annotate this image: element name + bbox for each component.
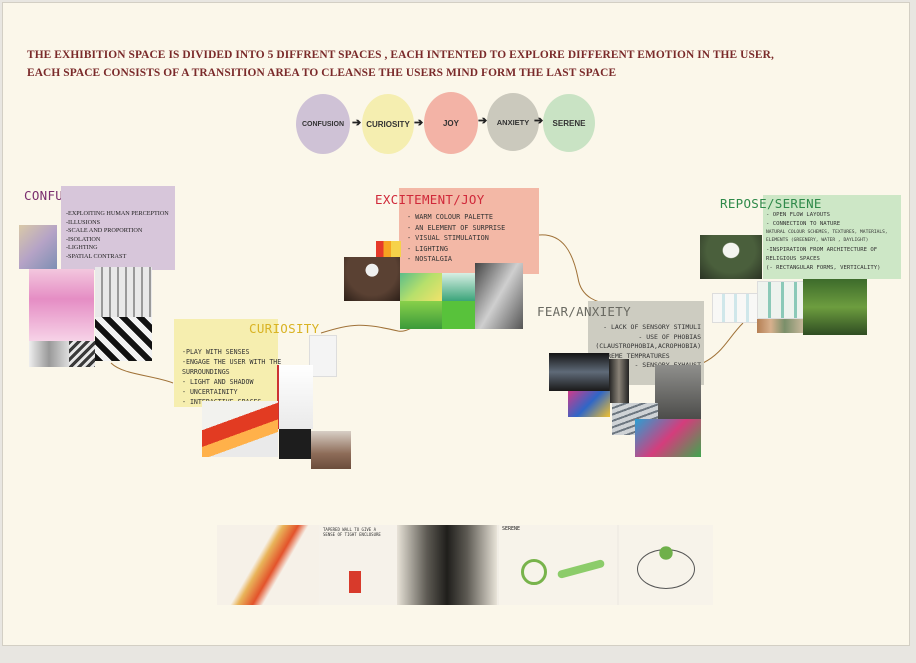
joy-item: - VISUAL STIMULATION [407, 234, 489, 243]
serene-card: - OPEN FLOW LAYOUTS - CONNECTION TO NATU… [763, 195, 901, 279]
serene-item: - OPEN FLOW LAYOUTS [766, 212, 830, 218]
installation-image [277, 365, 313, 429]
joy-item: - AN ELEMENT OF SURPRISE [407, 223, 506, 232]
serene-item: -INSPIRATION FROM ARCHITECTURE OF [766, 247, 878, 254]
colour-ramp-image [400, 273, 442, 301]
dark-room-image [279, 429, 311, 459]
sketch-garden-image [619, 525, 713, 605]
pink-room-image [29, 269, 94, 344]
confusion-list: -EXPLOITING HUMAN PERCEPTION -ILLUSIONS … [66, 210, 169, 262]
diagram-sheet-image [712, 293, 764, 323]
vibrant-room-image [635, 419, 701, 457]
forest-path-image [803, 279, 867, 335]
flow-circle-curiosity: CURIOSITY [362, 94, 414, 154]
serene-item: (- RECTANGULAR FORMS, VERTICALITY) [766, 264, 881, 271]
orange-installation-image [202, 401, 278, 457]
spiral-stair-image [309, 335, 337, 377]
confusion-item: -ILLUSIONS [66, 218, 101, 226]
curiosity-card: -PLAY WITH SENSES -ENGAGE THE USER WITH … [174, 319, 281, 407]
joy-card: - WARM COLOUR PALETTE - AN ELEMENT OF SU… [399, 188, 539, 274]
corridor-image [29, 341, 69, 367]
curiosity-item: -ENGAGE THE USER WITH THE [182, 358, 282, 366]
pattern-room-image [69, 341, 95, 367]
concrete-wall-image [655, 365, 701, 421]
flow-arrow-icon: ➔ [414, 117, 424, 129]
serene-item: RELIGIOUS SPACES [766, 255, 820, 262]
joy-title: EXCITEMENT/JOY [375, 192, 485, 207]
serene-list: - OPEN FLOW LAYOUTS - CONNECTION TO NATU… [766, 211, 888, 273]
flow-circle-anxiety: ANXIETY [487, 93, 539, 151]
sketch-strip: TAPERED WALL TO GIVE A SENSE OF TIGHT EN… [217, 525, 713, 605]
anxiety-item: (CLAUSTROPHOBIA,ACROPHOBIA) [595, 342, 701, 351]
serene-item: NATURAL COLOUR SCHEMES, TEXTURES, MATERI… [766, 229, 888, 235]
round-room-image [311, 431, 351, 469]
confusion-item: -EXPLOITING HUMAN PERCEPTION [66, 210, 169, 217]
serene-item: ELEMENTS (GREENERY, WATER , DAYLIGHT) [766, 238, 869, 244]
confusion-item: -ISOLATION [66, 235, 101, 243]
curiosity-item: -PLAY WITH SENSES [182, 348, 250, 356]
flow-circle-joy: JOY [424, 92, 478, 154]
curiosity-item: - UNCERTAINITY [182, 388, 238, 396]
joy-item: - WARM COLOUR PALETTE [407, 213, 493, 221]
skylight-room-image [344, 257, 400, 301]
curiosity-item: SURROUNDINGS [182, 368, 230, 376]
curiosity-title: CURIOSITY [249, 321, 320, 336]
serene-title: REPOSE/SERENE [720, 196, 822, 211]
confusion-item: -SPATIAL CONTRAST [66, 252, 127, 260]
flow-arrow-icon: ➔ [534, 115, 544, 127]
color-strip-image [376, 241, 401, 257]
curiosity-item: - LIGHT AND SHADOW [182, 378, 254, 386]
plan-drawings-image [757, 281, 805, 319]
anxiety-item: - LACK OF SENSORY STIMULI [603, 323, 701, 331]
presentation-sheet: THE EXHIBITION SPACE IS DIVIDED INTO 5 D… [2, 2, 910, 646]
joy-list: - WARM COLOUR PALETTE - AN ELEMENT OF SU… [407, 212, 505, 265]
dark-corridor-image [549, 353, 609, 391]
checker-illusion-image [95, 317, 152, 361]
sketch-path-shape [556, 558, 606, 580]
red-door-shape [349, 571, 361, 593]
confusion-card: -EXPLOITING HUMAN PERCEPTION -ILLUSIONS … [61, 186, 175, 270]
colourful-room-image [568, 391, 610, 417]
sketch-tree-shape [657, 539, 675, 567]
material-swatches-image [757, 319, 803, 333]
confusion-item: -SCALE AND PROPORTION [66, 227, 143, 235]
flow-circle-serene: SERENE [543, 94, 595, 152]
serene-item: - CONNECTION TO NATURE [766, 220, 841, 227]
flow-arrow-icon: ➔ [478, 115, 488, 127]
sketch-ramp-image [217, 525, 319, 605]
intro-line-2: EACH SPACE CONSISTS OF A TRANSITION AREA… [27, 67, 617, 79]
sculpture-image [19, 225, 57, 269]
joy-item: - LIGHTING [407, 244, 448, 253]
joy-item: - NOSTALGIA [407, 255, 453, 264]
sketch-note-tapered: TAPERED WALL TO GIVE A SENSE OF TIGHT EN… [323, 527, 381, 537]
flow-circle-confusion: CONFUSION [296, 94, 350, 154]
narrow-shaft-image [609, 359, 629, 403]
intro-line-1: THE EXHIBITION SPACE IS DIVIDED INTO 5 D… [27, 49, 774, 61]
sketch-serene-image: SERENE [499, 525, 617, 605]
anxiety-item: EXTREME TEMPRATURES [595, 351, 670, 360]
sketch-circle-shape [521, 559, 547, 585]
garden-dome-image [700, 235, 762, 279]
illusion-stairs-image [95, 267, 152, 317]
curiosity-list: -PLAY WITH SENSES -ENGAGE THE USER WITH … [182, 347, 281, 407]
sketch-note-serene: SERENE [502, 526, 521, 532]
grey-corridor-image [475, 263, 523, 329]
sketch-corridor-image [397, 525, 497, 605]
anxiety-title: FEAR/ANXIETY [537, 304, 631, 319]
anxiety-item: - USE OF PHOBIAS [638, 332, 701, 341]
flow-arrow-icon: ➔ [352, 117, 362, 129]
grass-slope-image [400, 301, 442, 329]
sketch-tapered-wall-image: TAPERED WALL TO GIVE A SENSE OF TIGHT EN… [319, 525, 397, 605]
confusion-item: -LIGHTING [66, 244, 98, 252]
